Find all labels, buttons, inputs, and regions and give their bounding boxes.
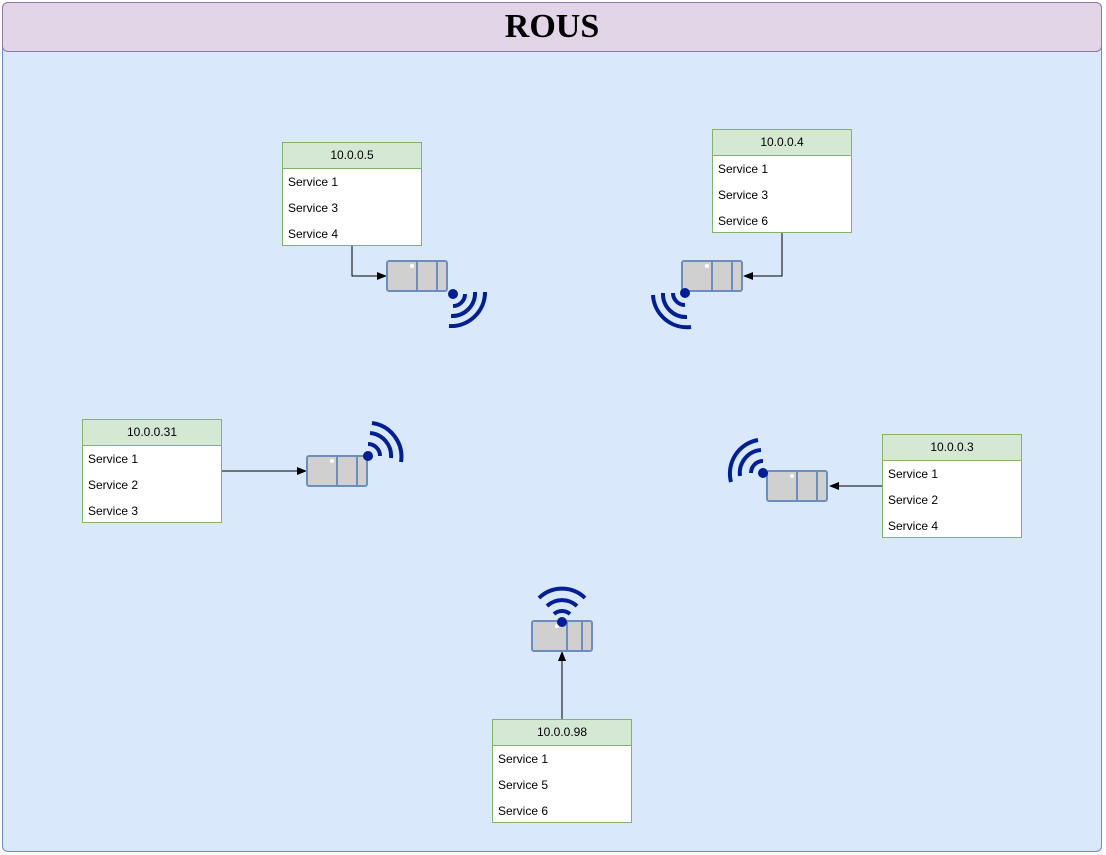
service-item: Service 3 [288, 201, 339, 215]
service-item: Service 3 [718, 188, 769, 202]
node-ip: 10.0.0.98 [493, 720, 631, 746]
wifi-signal-icon [448, 291, 488, 329]
connector-10-0-0-5 [351, 246, 387, 280]
wifi-signal-icon [727, 438, 764, 483]
wifi-signal-icon [367, 421, 404, 463]
node-box-10-0-0-5: 10.0.0.5 Service 1 Service 3 Service 4 [282, 142, 422, 246]
node-ip: 10.0.0.5 [283, 143, 421, 169]
service-item: Service 2 [888, 493, 939, 507]
node-box-10-0-0-4: 10.0.0.4 Service 1 Service 3 Service 6 [712, 129, 852, 233]
service-item: Service 2 [88, 478, 139, 492]
service-item: Service 4 [288, 227, 339, 241]
service-item: Service 1 [288, 175, 339, 189]
service-item: Service 6 [498, 804, 549, 818]
node-box-10-0-0-98: 10.0.0.98 Service 1 Service 5 Service 6 [492, 719, 632, 823]
wireless-device-1 [386, 260, 488, 329]
node-box-10-0-0-31: 10.0.0.31 Service 1 Service 2 Service 3 [82, 419, 222, 523]
node-box-10-0-0-3: 10.0.0.3 Service 1 Service 2 Service 4 [882, 434, 1022, 538]
wireless-device-2 [651, 260, 743, 330]
node-ip: 10.0.0.31 [83, 420, 221, 446]
node-ip: 10.0.0.3 [883, 435, 1021, 461]
service-item: Service 4 [888, 519, 939, 533]
service-item: Service 1 [88, 452, 139, 466]
wireless-device-4 [727, 438, 828, 502]
service-item: Service 1 [888, 467, 939, 481]
diagram-title: ROUS [504, 8, 600, 45]
service-item: Service 6 [718, 214, 769, 228]
service-item: Service 5 [498, 778, 549, 792]
service-item: Service 3 [88, 504, 139, 518]
wifi-signal-icon [537, 586, 587, 616]
wireless-device-5 [531, 586, 593, 652]
node-ip: 10.0.0.4 [713, 130, 851, 156]
wireless-device-3 [306, 421, 404, 487]
service-item: Service 1 [718, 162, 769, 176]
wifi-signal-icon [651, 292, 692, 330]
connector-10-0-0-4 [743, 233, 783, 280]
title-bar: ROUS [2, 2, 1102, 52]
service-item: Service 1 [498, 752, 549, 766]
